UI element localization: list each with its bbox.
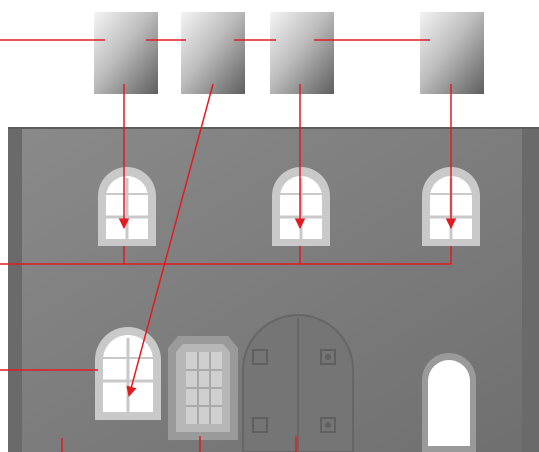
glazing-panel-1 xyxy=(94,12,158,94)
glazing-panels xyxy=(94,12,484,94)
upper-window-middle xyxy=(272,167,330,246)
wall-right-edge xyxy=(522,128,539,452)
arched-double-door xyxy=(243,315,353,452)
facade-wall xyxy=(8,128,539,452)
upper-window-left xyxy=(98,167,156,246)
paneled-door xyxy=(168,336,238,440)
glazing-panel-2 xyxy=(181,12,245,94)
arched-opening-right xyxy=(422,353,476,452)
lower-window-left xyxy=(95,327,161,420)
glazing-panel-3 xyxy=(270,12,334,94)
wall-left-edge xyxy=(8,128,22,452)
glazing-panel-4 xyxy=(420,12,484,94)
